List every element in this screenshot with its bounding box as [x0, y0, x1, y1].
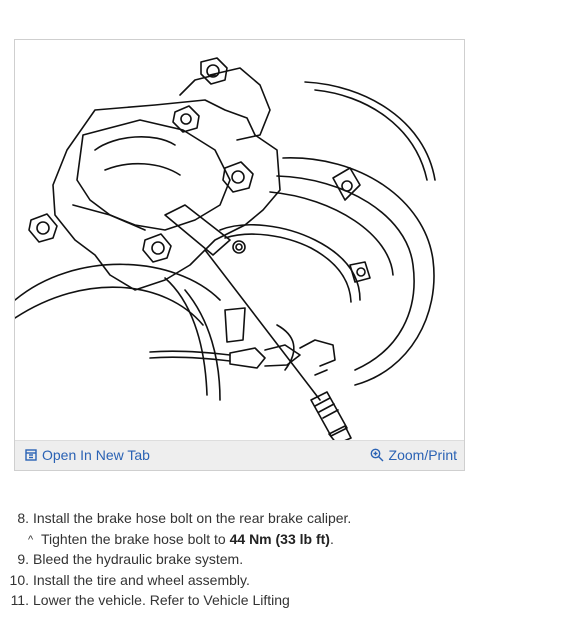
step-number: 9. [17, 551, 29, 567]
list-item: 9. Bleed the hydraulic brake system. [0, 549, 560, 570]
open-in-new-tab-link[interactable]: Open In New Tab [25, 447, 150, 463]
step-number: 11. [10, 592, 29, 608]
list-item: 11. Lower the vehicle. Refer to Vehicle … [0, 590, 560, 611]
list-item: 8. Install the brake hose bolt on the re… [0, 508, 560, 529]
step-number: 10. [9, 571, 29, 588]
magnifier-plus-icon [370, 448, 384, 462]
step-text: Lower the vehicle. Refer to Vehicle Lift… [33, 592, 290, 608]
step-text: Bleed the hydraulic brake system. [33, 551, 244, 567]
zoom-print-label: Zoom/Print [388, 447, 457, 463]
zoom-print-link[interactable]: Zoom/Print [370, 447, 457, 463]
torque-text: Tighten the brake hose bolt to [41, 530, 230, 547]
illustration-toolbar: Open In New Tab Zoom/Print [15, 440, 464, 470]
torque-value: 44 Nm (33 lb ft) [229, 530, 330, 547]
torque-instruction: Tighten the brake hose bolt to 44 Nm (33… [41, 529, 334, 550]
list-item-substep: ^ Tighten the brake hose bolt to 44 Nm (… [0, 529, 560, 550]
substep-caret: ^ [28, 533, 34, 546]
torque-period: . [329, 530, 334, 547]
procedure-steps: 8. Install the brake hose bolt on the re… [0, 508, 560, 611]
open-new-tab-icon [25, 449, 37, 461]
step-text: Install the tire and wheel assembly. [33, 571, 250, 588]
brake-caliper-illustration [15, 57, 436, 443]
step-number: 8. [17, 510, 29, 526]
list-item: 10. Install the tire and wheel assembly. [0, 570, 560, 591]
step-text: Install the brake hose bolt on the rear … [33, 510, 352, 526]
open-in-new-tab-label: Open In New Tab [42, 447, 150, 463]
illustration-panel: Open In New Tab Zoom/Print [14, 39, 465, 471]
